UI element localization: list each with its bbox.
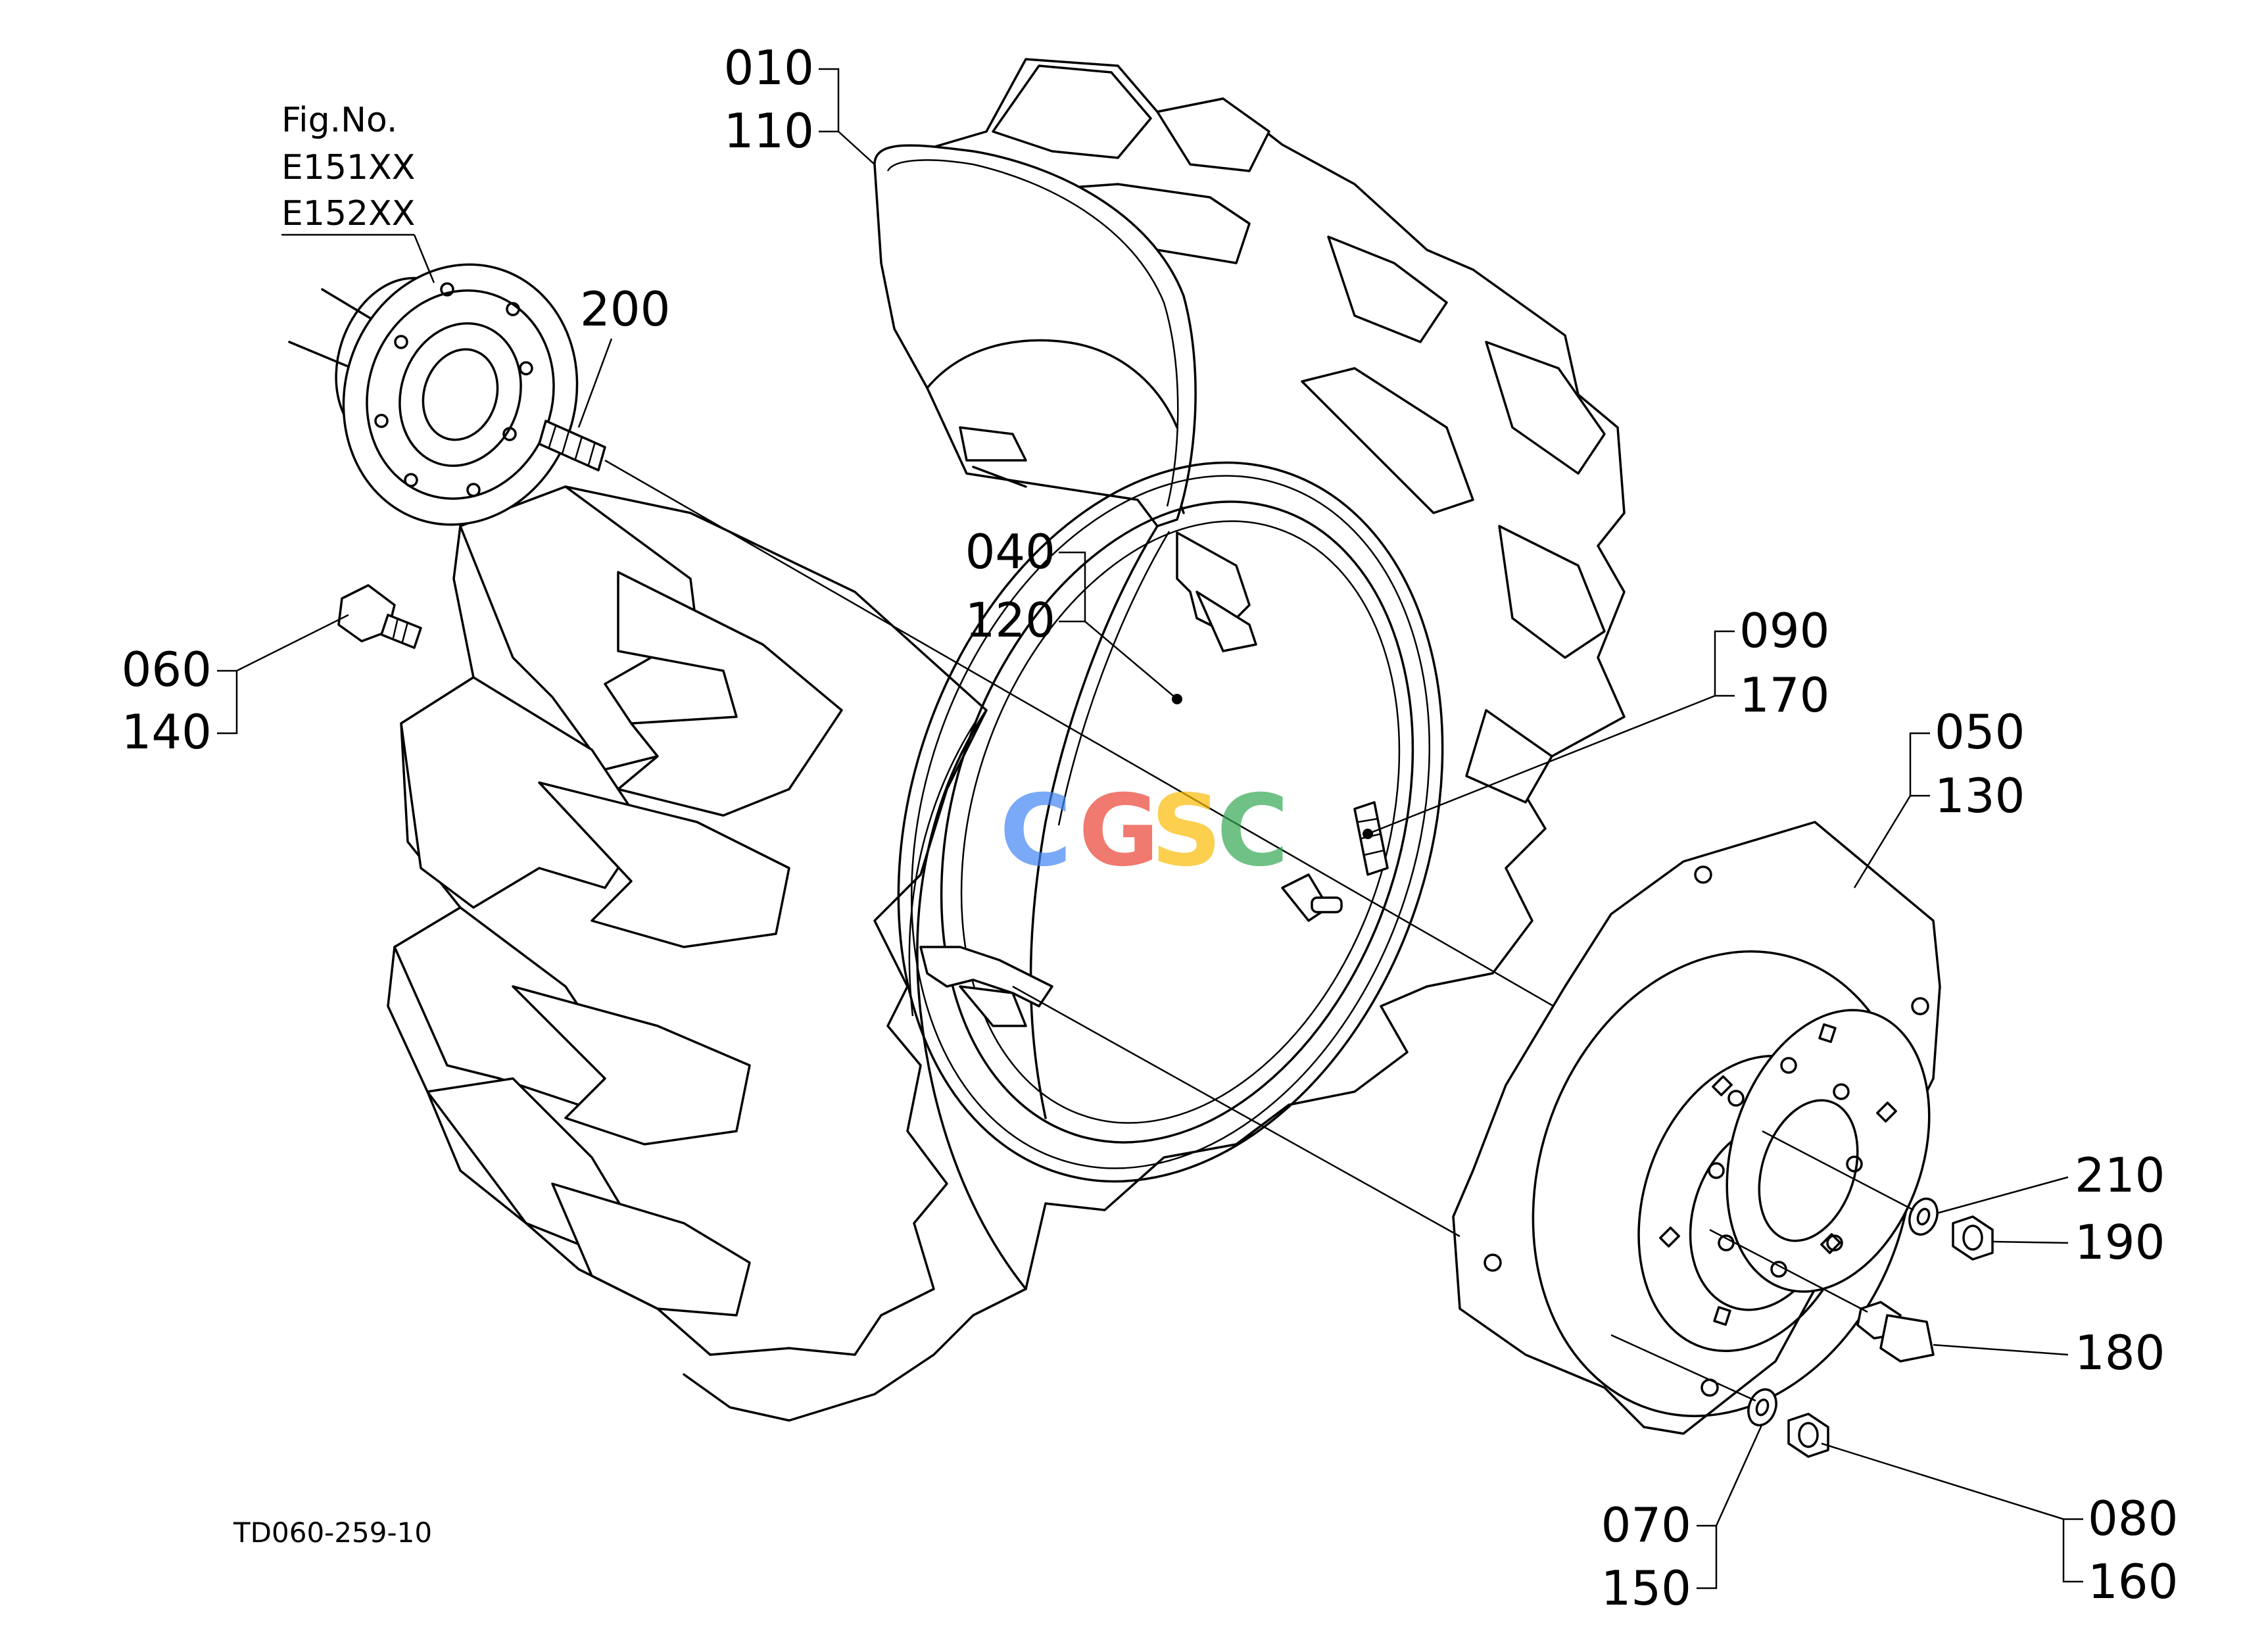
callout-160: 160 bbox=[2088, 1554, 2178, 1609]
watermark-logo: C G S C bbox=[1000, 774, 1289, 888]
callout-210: 210 bbox=[2075, 1148, 2165, 1203]
fig-no-ref-2: E152XX bbox=[281, 194, 415, 233]
hardware-icon bbox=[1747, 1198, 1994, 1458]
callout-050: 050 bbox=[1935, 704, 2025, 760]
assembly-axis-line-3 bbox=[1762, 1130, 1914, 1211]
rim-icon bbox=[873, 144, 1444, 1183]
fig-no-ref-1: E151XX bbox=[281, 148, 415, 187]
callout-070: 070 bbox=[1601, 1497, 1691, 1553]
watermark-letter-c1: C bbox=[1000, 774, 1072, 888]
callout-040: 040 bbox=[965, 524, 1055, 579]
wheel-disc-icon bbox=[1452, 821, 1941, 1435]
watermark-letter-g: G bbox=[1078, 774, 1159, 888]
callout-170: 170 bbox=[1739, 667, 1829, 723]
callout-130: 130 bbox=[1935, 768, 2025, 823]
callout-120: 120 bbox=[965, 593, 1055, 648]
fig-no-caption: Fig.No. bbox=[281, 101, 397, 140]
drawing-code: TD060-259-10 bbox=[233, 1517, 432, 1549]
callout-090: 090 bbox=[1739, 603, 1829, 658]
stud-bolt-icon bbox=[538, 420, 606, 472]
callout-080: 080 bbox=[2088, 1491, 2178, 1546]
assembly-axis-line-5 bbox=[1610, 1334, 1756, 1402]
assembly-axis-line-2 bbox=[1012, 985, 1460, 1238]
callout-010: 010 bbox=[724, 40, 814, 95]
callout-060: 060 bbox=[122, 642, 212, 697]
callout-140: 140 bbox=[122, 704, 212, 760]
leader-lines bbox=[217, 68, 2083, 1589]
callout-150: 150 bbox=[1601, 1561, 1691, 1616]
assembly-axis-line bbox=[604, 459, 1566, 1014]
callout-200: 200 bbox=[580, 281, 670, 337]
watermark-letter-s: S bbox=[1151, 774, 1222, 888]
callout-190: 190 bbox=[2075, 1215, 2165, 1270]
watermark-letter-c2: C bbox=[1217, 774, 1289, 888]
tire-icon bbox=[387, 58, 1626, 1422]
assembly-axis-line-4 bbox=[1709, 1228, 1868, 1313]
bolt-icon bbox=[337, 584, 422, 649]
callout-110: 110 bbox=[724, 103, 814, 158]
callout-180: 180 bbox=[2075, 1325, 2165, 1380]
